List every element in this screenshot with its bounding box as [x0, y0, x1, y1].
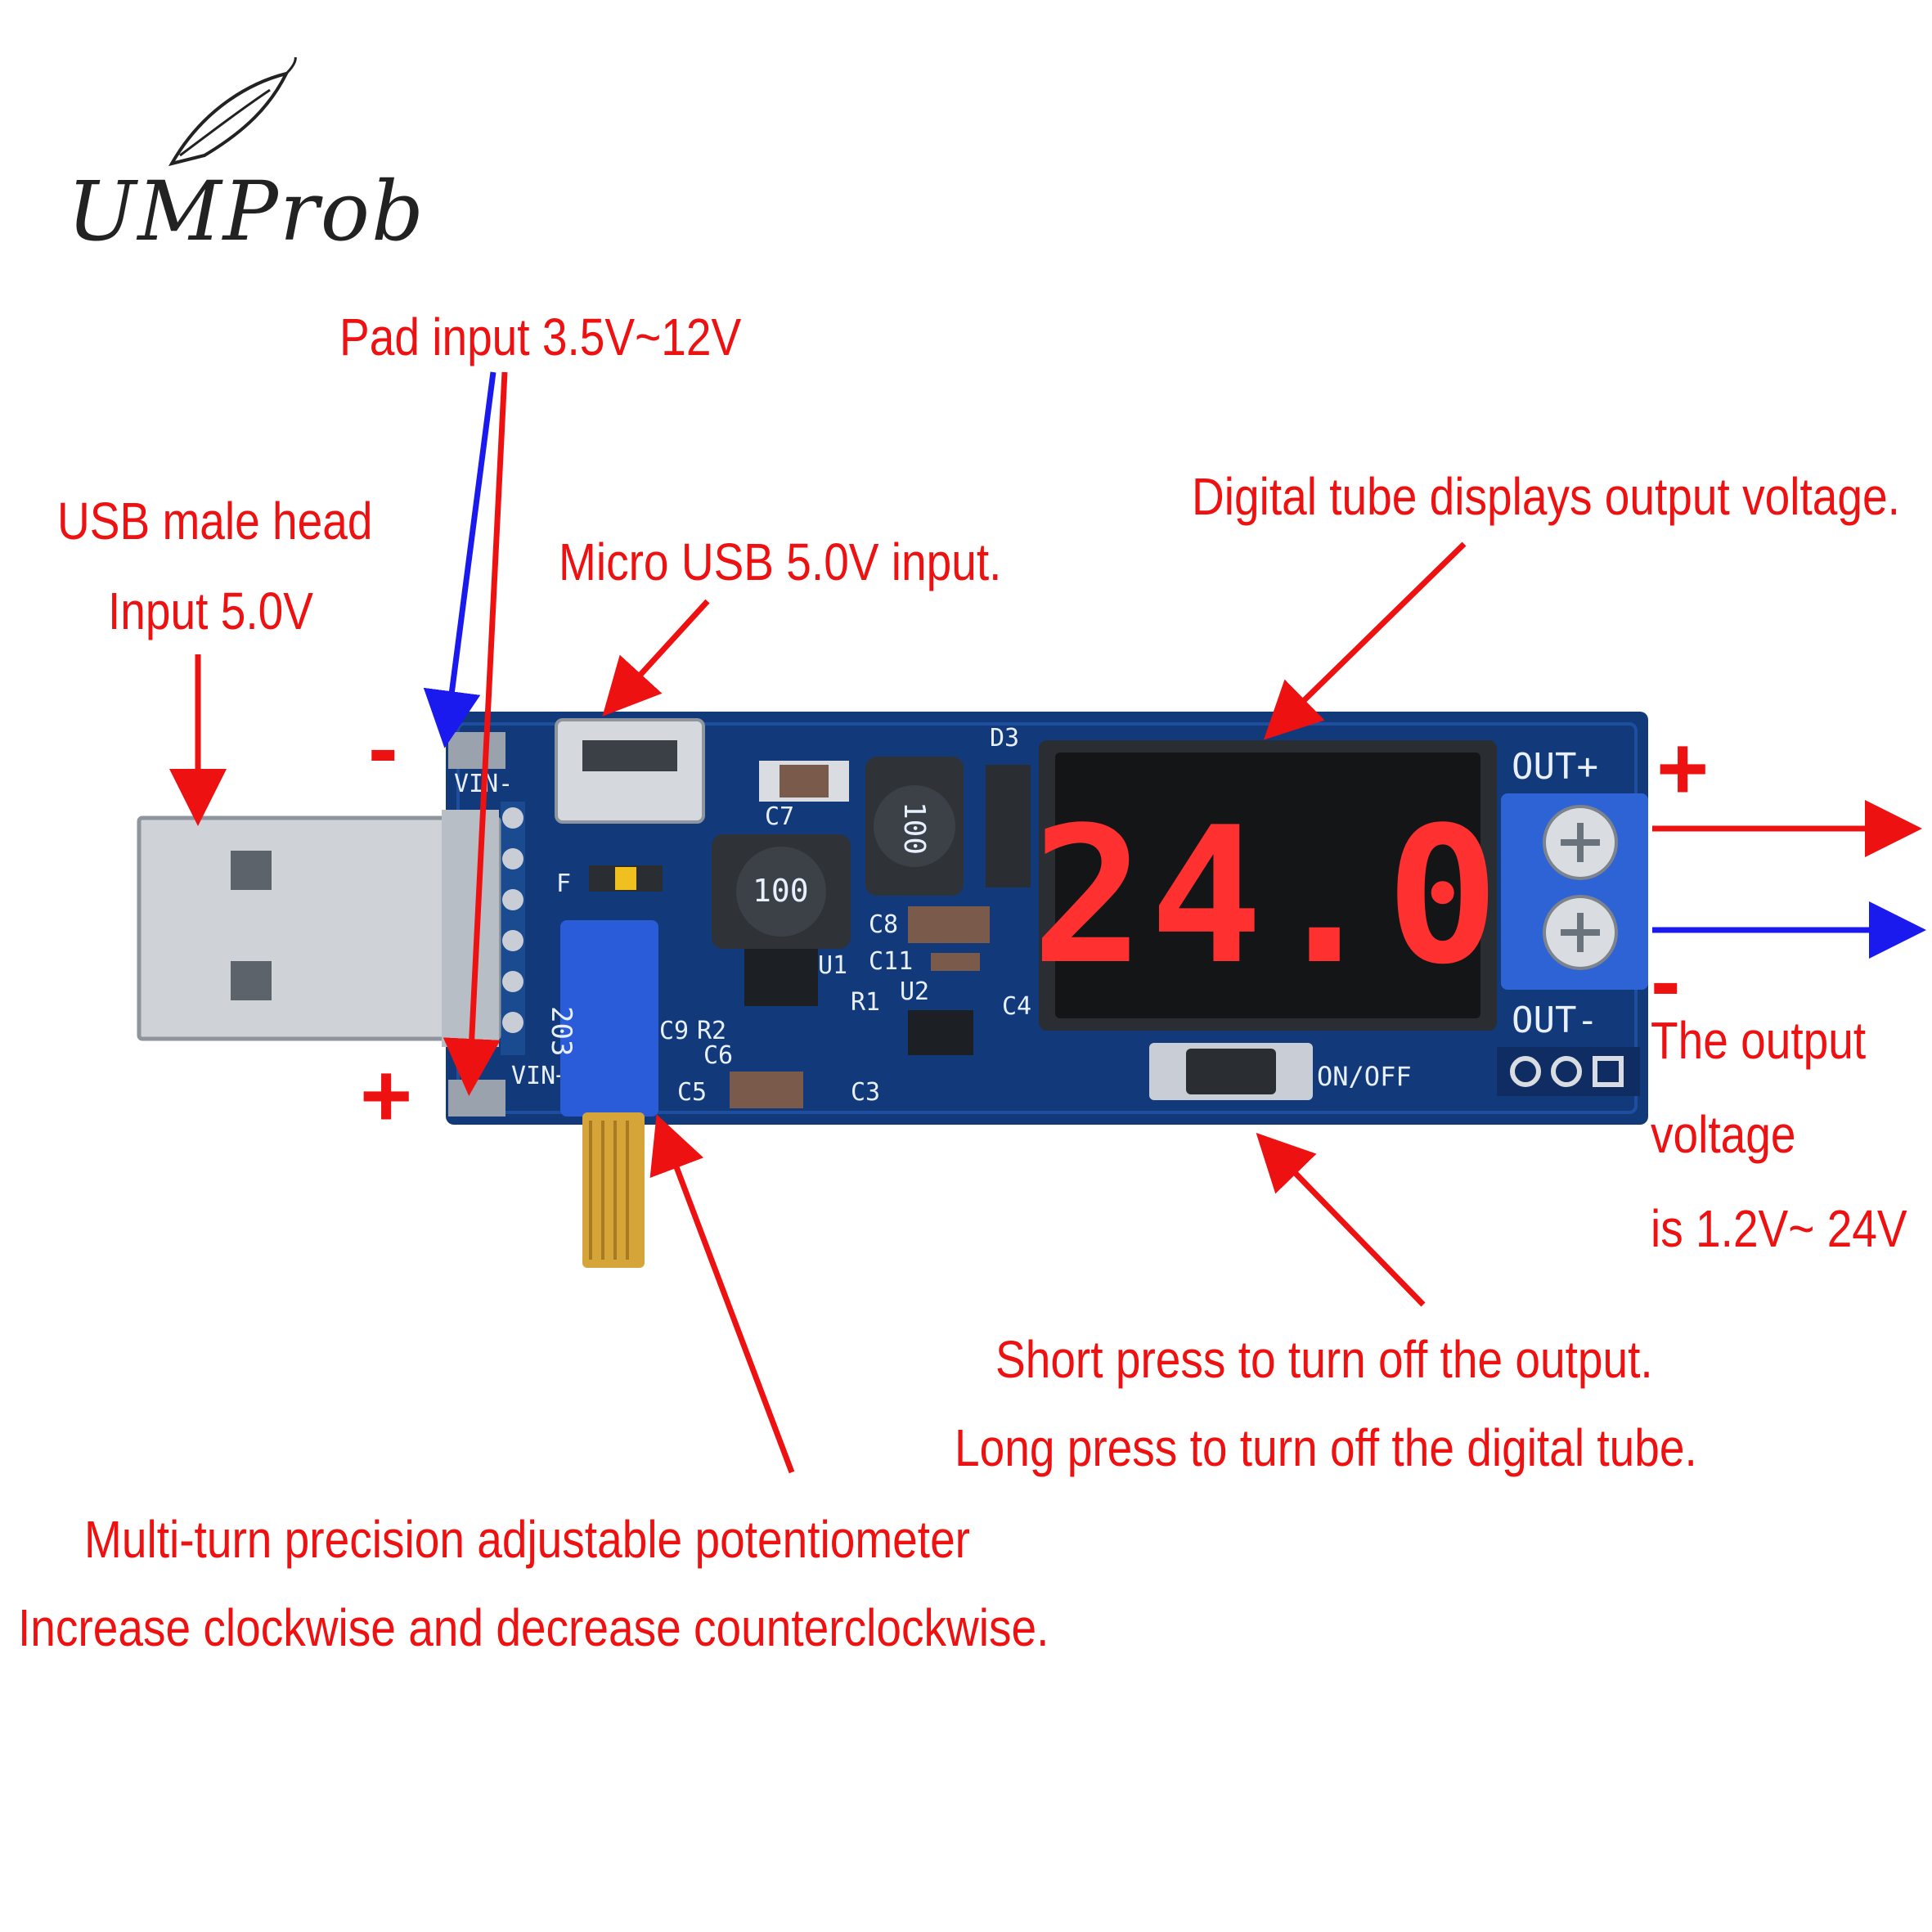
arrow-digital-tube	[1263, 541, 1467, 740]
svg-text:U2: U2	[900, 977, 929, 1006]
svg-text:C7: C7	[765, 802, 794, 831]
brand-logo: UMProb	[67, 164, 425, 259]
label-output-line2: voltage	[1651, 1105, 1796, 1164]
label-micro-usb: Micro USB 5.0V input.	[559, 532, 1002, 591]
usb-hole-top	[231, 851, 272, 890]
arrow-pad-minus	[423, 371, 496, 748]
arrow-pad-plus	[443, 371, 508, 1096]
sign-out-plus: +	[1656, 718, 1710, 819]
label-usb-male-line1: USB male head	[57, 492, 373, 550]
label-usb-male-line2: Input 5.0V	[108, 582, 313, 640]
label-pot-line2: Increase clockwise and decrease counterc…	[18, 1598, 1049, 1657]
svg-text:OUT+: OUT+	[1512, 746, 1598, 788]
label-pad-input: Pad input 3.5V~12V	[339, 308, 742, 366]
label-short-press: Short press to turn off the output.	[995, 1330, 1653, 1389]
svg-text:C3: C3	[851, 1078, 880, 1107]
svg-text:C11: C11	[869, 947, 913, 976]
display-digits: 24.0	[1031, 788, 1504, 1006]
svg-text:OUT-: OUT-	[1512, 1000, 1598, 1041]
svg-text:C6: C6	[703, 1041, 733, 1070]
label-output-line3: is 1.2V~ 24V	[1651, 1199, 1907, 1258]
svg-text:203: 203	[545, 1006, 577, 1056]
label-digital-tube: Digital tube displays output voltage.	[1192, 467, 1900, 526]
arrow-potentiometer	[649, 1114, 795, 1474]
logo-feather-icon	[168, 57, 297, 167]
sign-vin-plus: +	[360, 1045, 413, 1146]
ic-u2	[908, 1010, 973, 1055]
arrow-micro-usb	[602, 599, 710, 717]
svg-text:C4: C4	[1002, 992, 1031, 1021]
svg-text:R1: R1	[851, 988, 880, 1017]
usb-hole-bottom	[231, 961, 272, 1000]
svg-text:100: 100	[897, 802, 931, 855]
svg-text:D3: D3	[990, 724, 1019, 753]
vin-plus-pad	[448, 1080, 505, 1117]
arrow-on-off	[1256, 1132, 1426, 1307]
sign-vin-minus: -	[368, 698, 398, 798]
svg-text:100: 100	[753, 873, 809, 909]
usb-male-plug	[139, 818, 499, 1039]
ic-u1	[744, 949, 818, 1006]
svg-text:R2: R2	[697, 1017, 726, 1045]
svg-text:F: F	[556, 869, 571, 898]
svg-text:ON/OFF: ON/OFF	[1317, 1061, 1412, 1092]
potentiometer-body	[560, 920, 658, 1117]
svg-text:C8: C8	[869, 910, 898, 939]
label-pot-line1: Multi-turn precision adjustable potentio…	[84, 1510, 971, 1569]
svg-text:C5: C5	[677, 1078, 707, 1107]
vin-minus-pad	[448, 732, 505, 769]
sign-out-minus: -	[1651, 931, 1681, 1031]
svg-text:U1: U1	[818, 951, 847, 980]
diode-d3	[986, 765, 1031, 887]
label-output-line1: The output	[1651, 1011, 1867, 1070]
label-long-press: Long press to turn off the digital tube.	[955, 1418, 1697, 1477]
svg-text:C9: C9	[659, 1017, 689, 1045]
